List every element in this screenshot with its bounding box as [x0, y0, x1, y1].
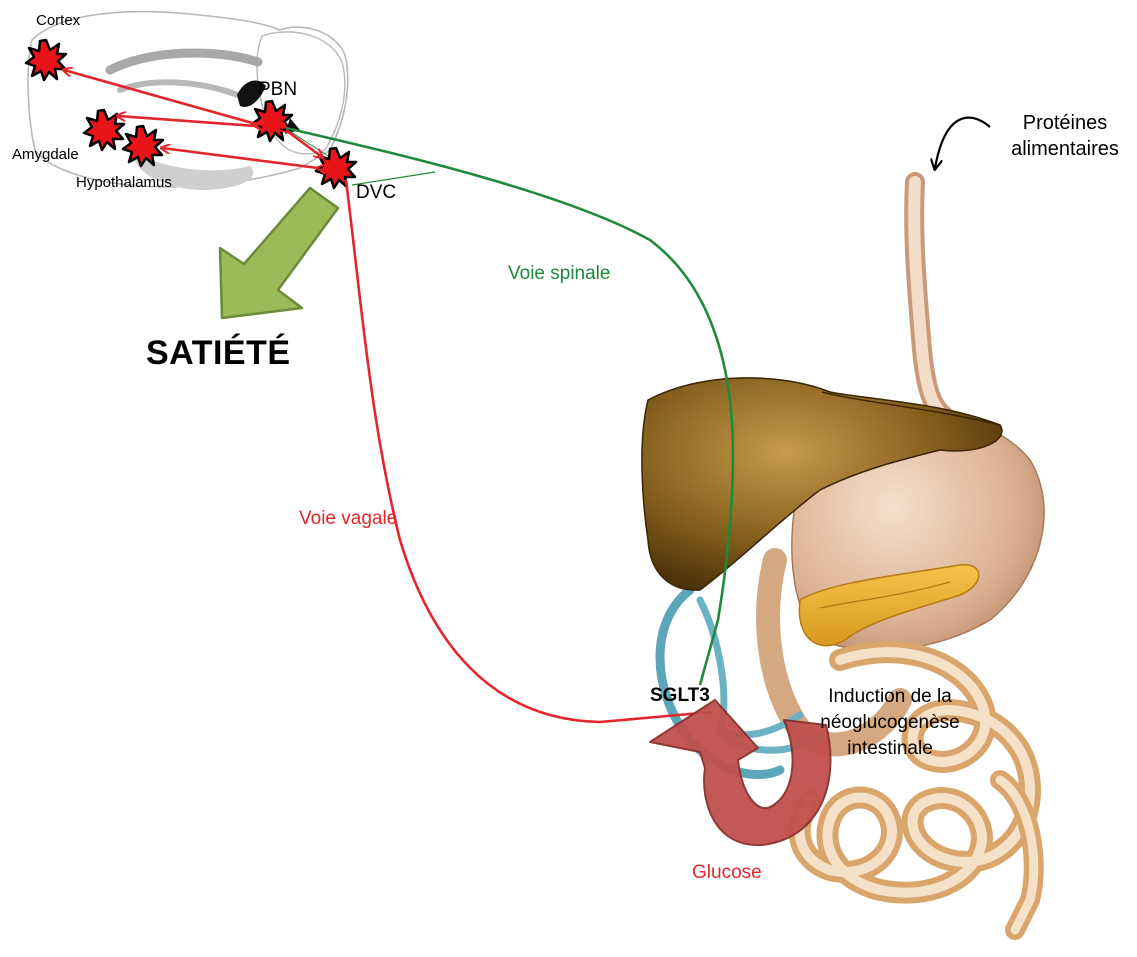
pbn-label: PBN — [258, 79, 297, 101]
satiety-label: SATIÉTÉ — [146, 334, 291, 373]
abdominal-organs — [642, 182, 1044, 930]
induction-label: Induction de la néoglucogenèse intestina… — [792, 684, 988, 762]
induction-line-3: intestinale — [792, 736, 988, 762]
protein-input-arrow — [935, 118, 990, 168]
induction-line-1: Induction de la — [792, 684, 988, 710]
vagal-pathway-label: Voie vagale — [299, 508, 397, 530]
spinal-pathway-label: Voie spinale — [508, 263, 610, 285]
dietary-protein-line-1: Protéines — [990, 110, 1137, 136]
dvc-label: DVC — [356, 182, 396, 204]
hypothalamus-label: Hypothalamus — [76, 174, 172, 191]
sglt3-label: SGLT3 — [650, 685, 710, 707]
cortex-label: Cortex — [36, 12, 80, 29]
induction-line-2: néoglucogenèse — [792, 710, 988, 736]
dietary-protein-line-2: alimentaires — [990, 136, 1137, 162]
glucose-label: Glucose — [692, 862, 762, 884]
brain-sketch — [28, 12, 435, 190]
amygdale-label: Amygdale — [12, 146, 79, 163]
satiety-arrow — [220, 188, 338, 318]
dietary-protein-label: Protéines alimentaires — [990, 110, 1137, 162]
